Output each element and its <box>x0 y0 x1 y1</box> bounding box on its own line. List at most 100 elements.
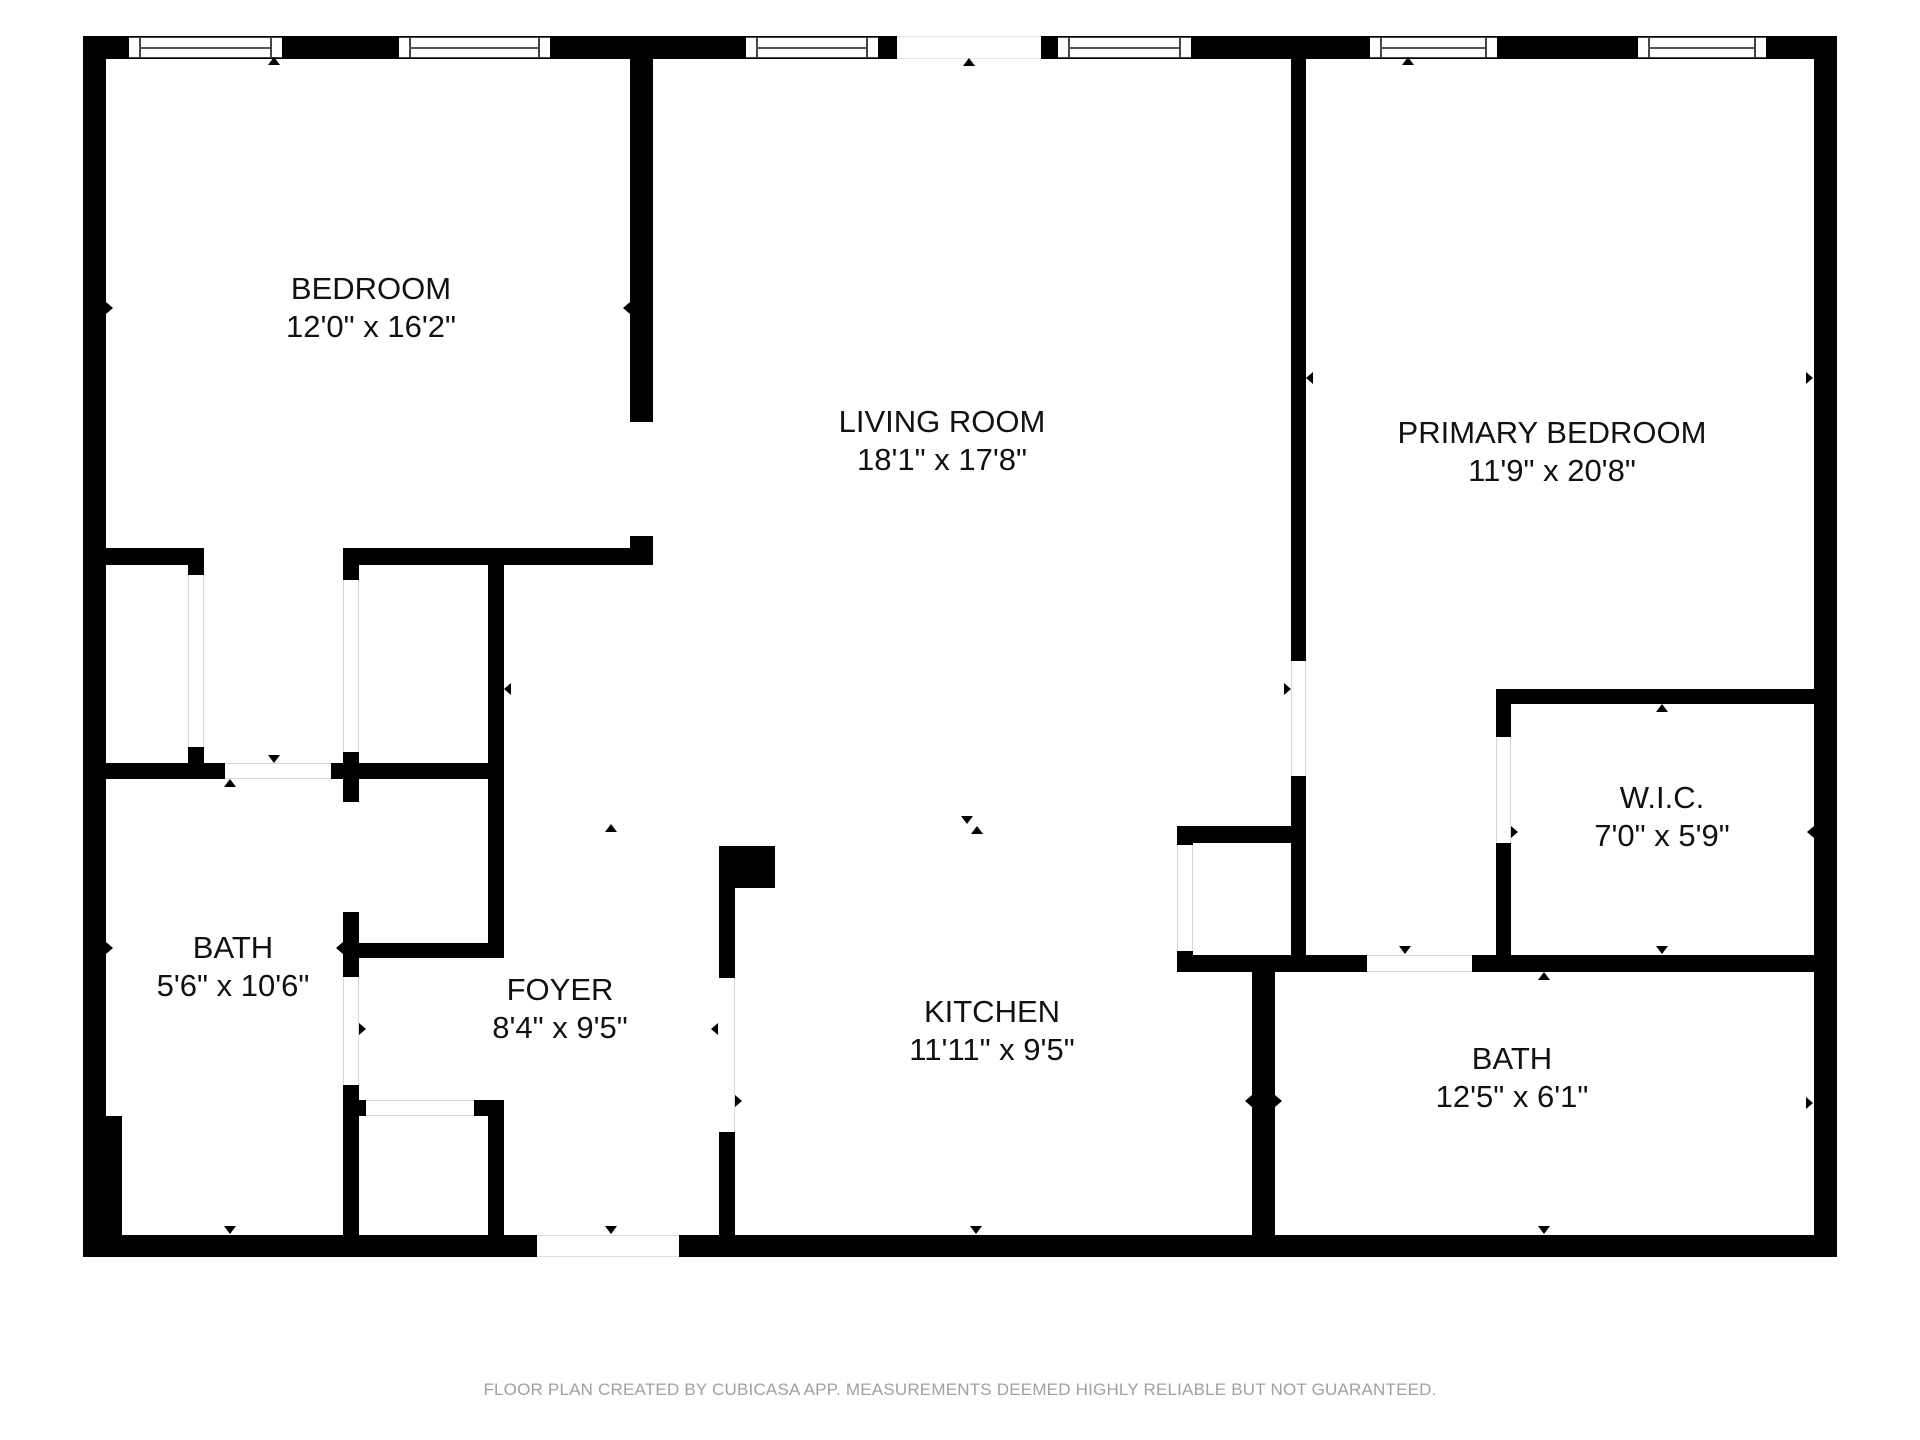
bath-right-wall <box>343 912 359 977</box>
room-dimensions: 7'0" x 5'9" <box>1594 818 1730 853</box>
closet-sliding-door <box>343 580 359 752</box>
room-name: BATH <box>1471 1041 1553 1076</box>
room-dimensions: 12'0" x 16'2" <box>285 309 457 344</box>
marker-icon <box>106 942 113 954</box>
room-name: BEDROOM <box>290 271 452 306</box>
room-dimensions: 5'6" x 10'6" <box>156 968 310 1003</box>
kitchen-left-wall <box>719 1132 735 1235</box>
marker-icon <box>268 755 280 763</box>
hall-wall-vertical <box>343 752 359 802</box>
room-kitchen: KITCHEN 11'11" x 9'5" <box>909 993 1074 1069</box>
bath-door-opening <box>225 763 331 779</box>
marker-icon <box>268 57 280 65</box>
marker-icon <box>1399 946 1411 954</box>
room-foyer: FOYER 8'4" x 9'5" <box>492 971 628 1047</box>
marker-icon <box>1245 1095 1252 1107</box>
room-living-room: LIVING ROOM 18'1" x 17'8" <box>839 403 1046 479</box>
marker-icon <box>1538 972 1550 980</box>
marker-icon <box>970 1226 982 1234</box>
bath-door-opening <box>343 977 359 1085</box>
marker-icon <box>623 302 630 314</box>
outer-wall-bottom <box>83 1235 1837 1257</box>
room-primary-bath: BATH 12'5" x 6'1" <box>1436 1040 1589 1116</box>
marker-icon <box>1656 704 1668 712</box>
bath-left-wall <box>1252 955 1275 1235</box>
wic-top-wall <box>1496 689 1814 704</box>
marker-icon <box>735 1095 742 1107</box>
foyer-closet-wall <box>359 1100 366 1116</box>
room-primary-bedroom: PRIMARY BEDROOM 11'9" x 20'8" <box>1398 414 1707 490</box>
room-wic: W.I.C. 7'0" x 5'9" <box>1594 779 1730 855</box>
room-dimensions: 12'5" x 6'1" <box>1435 1079 1589 1114</box>
marker-icon <box>1807 826 1814 838</box>
room-dimensions: 11'9" x 20'8" <box>1468 453 1636 488</box>
marker-icon <box>963 58 975 66</box>
foyer-closet-door <box>366 1100 474 1116</box>
window <box>746 37 878 58</box>
outer-wall-right <box>1814 36 1837 1257</box>
closet-wall-horizontal <box>359 943 504 958</box>
closet-sliding-door <box>188 575 204 747</box>
marker-icon <box>961 816 973 824</box>
room-name: FOYER <box>506 972 614 1007</box>
window <box>129 37 282 58</box>
marker-icon <box>359 1023 366 1035</box>
doorway-top <box>897 36 1041 59</box>
kitchen-closet-top <box>1177 826 1306 843</box>
wic-door-opening <box>1496 737 1511 843</box>
window <box>1058 37 1191 58</box>
room-bath: BATH 5'6" x 10'6" <box>157 929 310 1005</box>
window <box>399 37 550 58</box>
primary-left-wall <box>1291 776 1306 972</box>
primary-left-wall <box>1291 59 1306 661</box>
marker-icon <box>605 1226 617 1234</box>
primary-door-opening <box>1291 661 1306 776</box>
room-name: PRIMARY BEDROOM <box>1397 415 1707 450</box>
marker-icon <box>711 1023 718 1035</box>
window <box>1638 37 1766 58</box>
kitchen-opening <box>719 978 735 1132</box>
room-name: LIVING ROOM <box>838 404 1046 439</box>
room-name: BATH <box>192 930 274 965</box>
marker-icon <box>1306 372 1313 384</box>
foyer-closet-wall <box>488 1100 504 1235</box>
bedroom-right-wall <box>630 59 653 422</box>
primary-bottom-wall <box>1472 955 1814 972</box>
closet-wall <box>188 548 204 575</box>
marker-icon <box>1511 826 1518 838</box>
primary-bath-door <box>1367 955 1472 972</box>
bath-opening <box>343 802 359 912</box>
room-dimensions: 8'4" x 9'5" <box>492 1010 628 1045</box>
wic-left-wall <box>1496 843 1511 963</box>
marker-icon <box>1402 57 1414 65</box>
room-bedroom: BEDROOM 12'0" x 16'2" <box>286 270 456 346</box>
marker-icon <box>605 824 617 832</box>
kitchen-closet-door <box>1177 845 1193 951</box>
room-dimensions: 11'11" x 9'5" <box>909 1032 1075 1067</box>
hall-wall-vertical <box>343 548 359 580</box>
bath-right-wall <box>343 1085 359 1235</box>
marker-icon <box>1284 683 1291 695</box>
marker-icon <box>1275 1095 1282 1107</box>
window <box>1370 37 1497 58</box>
entry-door <box>537 1235 679 1257</box>
outer-wall-left-thick <box>83 1116 122 1257</box>
bath-top-wall <box>106 763 225 779</box>
marker-icon <box>1806 1097 1813 1109</box>
marker-icon <box>336 942 343 954</box>
marker-icon <box>1538 1226 1550 1234</box>
marker-icon <box>971 826 983 834</box>
hall-wall <box>331 763 504 779</box>
kitchen-closet-stub <box>1177 826 1193 845</box>
outer-wall-left <box>83 36 106 1257</box>
bedroom-bottom-wall-left <box>106 548 204 565</box>
marker-icon <box>224 1226 236 1234</box>
marker-icon <box>504 683 511 695</box>
disclaimer-footer: FLOOR PLAN CREATED BY CUBICASA APP. MEAS… <box>483 1380 1437 1399</box>
room-name: W.I.C. <box>1619 780 1705 815</box>
marker-icon <box>224 779 236 787</box>
marker-icon <box>1806 372 1813 384</box>
marker-icon <box>1656 946 1668 954</box>
kitchen-left-wall <box>719 846 735 978</box>
